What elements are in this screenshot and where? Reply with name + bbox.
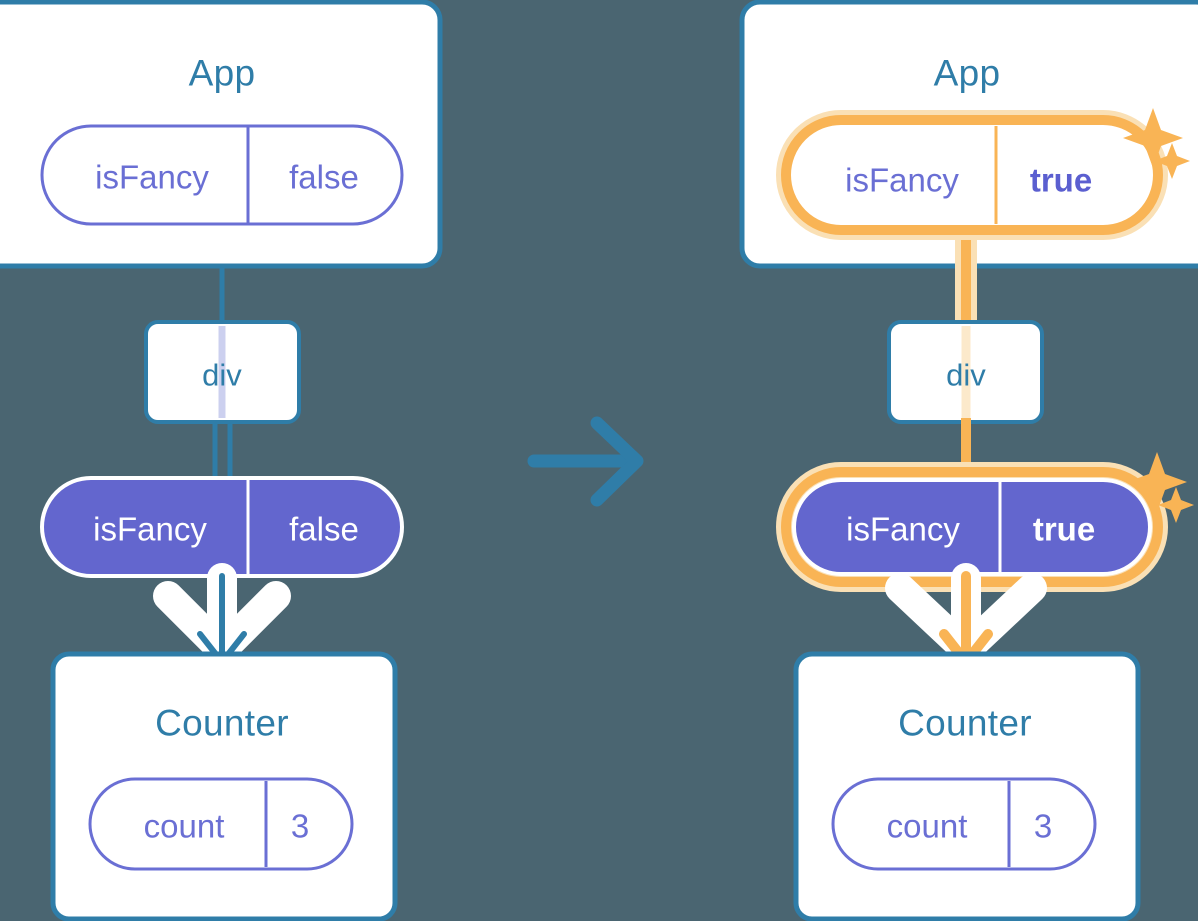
- sparkle-cluster-pill-after: [1127, 452, 1194, 523]
- prop-pill-after: [792, 478, 1152, 576]
- sparkle-small-icon: [1154, 143, 1190, 179]
- app-state-pill-before: [40, 124, 404, 226]
- transition-arrow-icon: [527, 416, 644, 507]
- app-state-pill-ring-after: [781, 115, 1163, 235]
- sparkle-large-icon: [1127, 452, 1187, 512]
- panel-before: [0, 0, 443, 921]
- panel-after: [739, 0, 1198, 921]
- counter-state-pill-before: [88, 777, 354, 871]
- sparkle-small-icon: [1158, 487, 1194, 523]
- sparkle-large-icon: [1123, 108, 1183, 168]
- counter-state-pill-after: [831, 777, 1097, 871]
- prop-pill-before: [40, 476, 404, 578]
- sparkle-cluster-app-after: [1123, 108, 1190, 179]
